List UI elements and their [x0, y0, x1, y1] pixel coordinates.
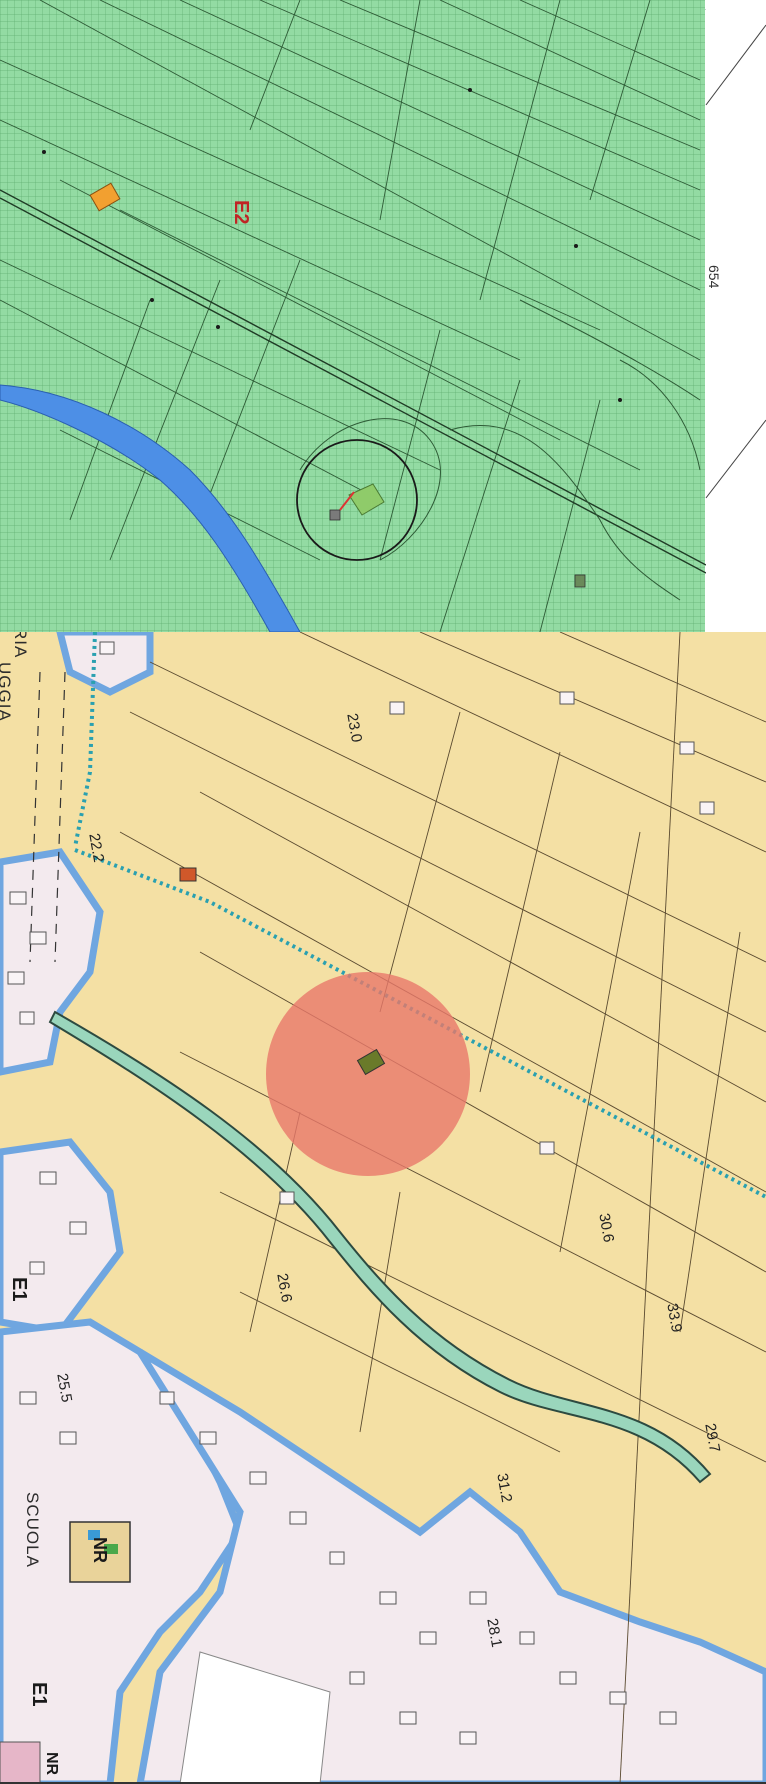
dotted-boundary [73, 632, 766, 1199]
street-label-scuola: SCUOLA [23, 1492, 42, 1568]
building-orange [89, 182, 121, 212]
zone-label-e1-bottom: E1 [28, 1682, 50, 1707]
parcel-lines-bottom [119, 632, 766, 1784]
bottom-map-panel[interactable]: E1 E1 NR NR RIA UGGIA SCUOLA 23.0 22.2 3… [0, 632, 766, 1784]
urban-buildings [7, 641, 715, 1745]
top-map-svg [0, 0, 706, 632]
zone-label-nr-center: NR [90, 1537, 110, 1563]
building-small [329, 509, 341, 521]
zone-label-nr-bottom: NR [43, 1752, 60, 1776]
zone-label-e2: E2 [230, 200, 252, 225]
margin-lines [706, 24, 766, 499]
building-orange-bottom [179, 867, 197, 882]
zone-label-e1-left: E1 [8, 1277, 30, 1302]
building-green [348, 483, 385, 516]
site-circle-marker [296, 439, 418, 561]
parcel-lines [0, 0, 701, 632]
green-zone-background [0, 0, 706, 632]
river-corridor [48, 1010, 712, 1484]
buffer-circle [266, 972, 470, 1176]
tracks [299, 299, 701, 601]
river [0, 384, 301, 632]
bottom-map-svg [0, 632, 766, 1784]
site-building [356, 1048, 386, 1076]
street-label-uggia: UGGIA [0, 662, 14, 722]
street-label-ria: RIA [11, 632, 30, 659]
top-map-panel[interactable]: E2 [0, 0, 706, 632]
